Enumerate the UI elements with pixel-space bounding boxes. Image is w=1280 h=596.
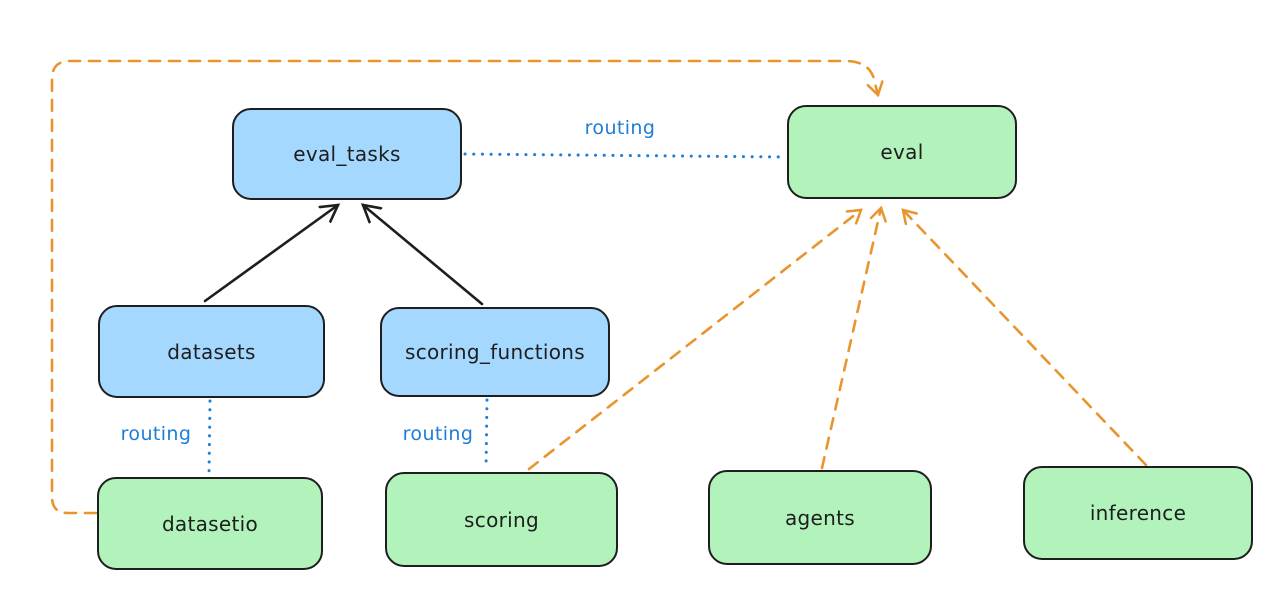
node-inference: inference xyxy=(1023,466,1253,560)
edge-label-routing-datasets: routing xyxy=(120,423,192,445)
node-eval-tasks-label: eval_tasks xyxy=(293,142,401,166)
node-eval: eval xyxy=(787,105,1017,199)
node-eval-tasks: eval_tasks xyxy=(232,108,462,200)
edge-agents-to-eval xyxy=(820,205,887,470)
edge-inference-to-eval xyxy=(901,208,1148,467)
edge-eval-tasks-to-eval-routing xyxy=(463,152,787,159)
node-agents-label: agents xyxy=(785,505,855,530)
node-eval-label: eval xyxy=(880,140,924,164)
edge-scoring-to-eval xyxy=(527,208,863,471)
node-datasetio-label: datasetio xyxy=(161,511,259,536)
edge-datasets-to-datasetio-routing xyxy=(207,399,212,476)
node-scoring-functions: scoring_functions xyxy=(380,307,610,397)
edge-label-routing-top: routing xyxy=(584,117,656,139)
edge-scoring-functions-to-scoring-routing xyxy=(484,398,489,471)
node-scoring-functions-label: scoring_functions xyxy=(404,340,586,364)
node-scoring-label: scoring xyxy=(464,507,539,532)
edge-scoring-functions-to-eval-tasks xyxy=(363,205,484,306)
edge-label-routing-scoring: routing xyxy=(402,423,474,445)
edge-datasetio-to-eval-loop xyxy=(50,59,884,515)
edge-datasets-to-eval-tasks xyxy=(203,205,338,303)
node-datasets: datasets xyxy=(98,305,325,398)
node-datasetio: datasetio xyxy=(97,477,323,570)
node-datasets-label: datasets xyxy=(167,339,256,364)
node-agents: agents xyxy=(708,470,932,565)
node-scoring: scoring xyxy=(385,472,618,567)
node-inference-label: inference xyxy=(1089,501,1187,525)
